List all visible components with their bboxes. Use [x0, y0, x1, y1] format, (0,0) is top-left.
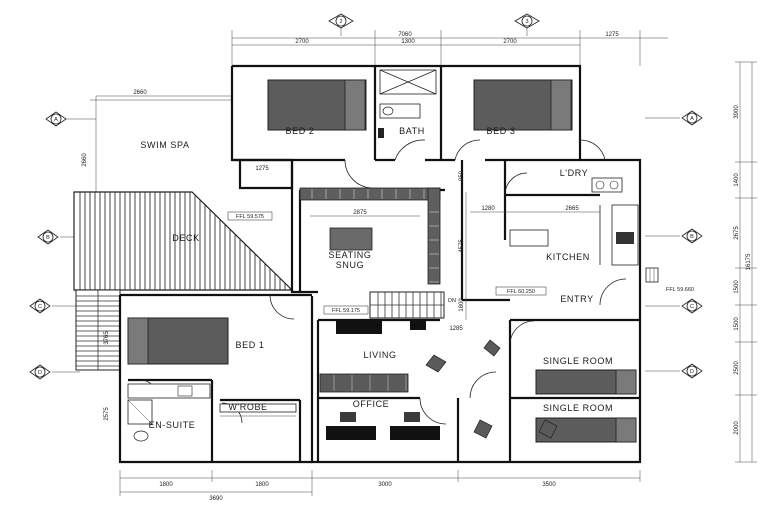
svg-text:2000: 2000 [734, 421, 740, 435]
room-label-seating: SEATING [328, 250, 371, 260]
room-labels: BED 2 BATH BED 3 SEATING SNUG L'DRY KITC… [149, 126, 613, 430]
bed1-bed [127, 317, 229, 365]
room-label-bed3: BED 3 [486, 126, 515, 136]
door-swings [139, 139, 627, 425]
room-label-single-room-1: SINGLE ROOM [543, 356, 613, 366]
internal-stair [336, 291, 445, 334]
svg-text:C: C [690, 304, 694, 310]
room-label-office: OFFICE [353, 399, 390, 409]
single-room-2-bed [535, 417, 637, 443]
svg-text:3690: 3690 [209, 496, 223, 502]
svg-text:A: A [54, 117, 58, 123]
svg-text:3000: 3000 [378, 482, 392, 488]
svg-text:2700: 2700 [295, 39, 309, 45]
svg-text:FFL 59.575: FFL 59.575 [236, 214, 264, 220]
svg-text:B: B [46, 235, 50, 241]
grid-marker-left-b: B [37, 229, 74, 245]
svg-text:1800: 1800 [459, 298, 465, 312]
svg-text:1800: 1800 [255, 482, 269, 488]
svg-text:1280: 1280 [481, 206, 495, 212]
grid-marker-top-2: 3 [514, 13, 540, 36]
svg-text:1300: 1300 [401, 39, 415, 45]
svg-text:D: D [38, 370, 42, 376]
svg-text:2660: 2660 [133, 90, 147, 96]
svg-text:FFL 59.175: FFL 59.175 [332, 308, 360, 314]
svg-text:2875: 2875 [353, 210, 367, 216]
svg-text:1500: 1500 [734, 317, 740, 331]
svg-text:2: 2 [339, 19, 342, 25]
svg-text:3: 3 [525, 19, 528, 25]
svg-text:A: A [690, 116, 694, 122]
room-label-snug: SNUG [336, 260, 364, 270]
grid-marker-right-a: A [645, 110, 703, 126]
room-label-living: LIVING [363, 350, 396, 360]
bed2-bed [267, 79, 367, 131]
room-label-ensuite: EN-SUITE [149, 420, 196, 430]
room-label-single-room-2: SINGLE ROOM [543, 403, 613, 413]
right-dimensions: 3900 1400 2675 1500 1500 2500 2000 16175 [734, 61, 757, 463]
room-label-deck: DECK [172, 233, 199, 243]
svg-text:1275: 1275 [255, 166, 269, 172]
level-annotations: FFL 59.575 FFL 59.175 FFL 60.250 FFL 59.… [104, 166, 694, 421]
room-label-bed2: BED 2 [285, 126, 314, 136]
svg-text:B: B [690, 234, 694, 240]
room-label-swim-spa: SWIM SPA [140, 140, 189, 150]
svg-text:950: 950 [459, 170, 465, 181]
swim-spa-area: 2660 2660 SWIM SPA [82, 90, 232, 192]
top-dimensions: 7060 2700 1300 2700 1275 [231, 30, 668, 66]
bath-fixtures [378, 69, 437, 138]
ensuite-fixtures [127, 383, 297, 442]
office-desks [326, 412, 440, 440]
svg-text:1400: 1400 [734, 173, 740, 187]
svg-text:3900: 3900 [734, 105, 740, 119]
room-label-entry: ENTRY [560, 294, 593, 304]
grid-marker-top-1: 2 [328, 13, 354, 36]
grid-marker-right-c: C [645, 298, 703, 314]
svg-text:2700: 2700 [503, 39, 517, 45]
svg-text:C: C [38, 304, 42, 310]
svg-text:7060: 7060 [398, 32, 412, 38]
grid-marker-right-d: D [645, 363, 703, 379]
svg-text:16175: 16175 [746, 253, 752, 270]
svg-text:1500: 1500 [734, 280, 740, 294]
room-label-bed1: BED 1 [235, 340, 264, 350]
bed3-bed [473, 79, 573, 131]
svg-text:4575: 4575 [459, 239, 465, 253]
living-furniture [319, 339, 558, 439]
svg-text:DN: DN [448, 298, 456, 304]
svg-text:2675: 2675 [734, 226, 740, 240]
svg-text:3765: 3765 [104, 331, 110, 345]
svg-text:1285: 1285 [449, 326, 463, 332]
svg-text:3500: 3500 [542, 482, 556, 488]
svg-text:2660: 2660 [82, 153, 88, 167]
svg-text:2575: 2575 [104, 407, 110, 421]
grid-marker-left-c: C [29, 298, 80, 314]
grid-marker-right-b: B [645, 228, 703, 244]
svg-text:FFL 60.250: FFL 60.250 [507, 289, 535, 295]
svg-text:FFL 59.660: FFL 59.660 [666, 287, 694, 293]
svg-text:2665: 2665 [565, 206, 579, 212]
grid-marker-left-a: A [45, 111, 96, 127]
svg-text:1275: 1275 [605, 32, 619, 38]
single-room-1-bed [535, 369, 637, 395]
snug-seating: 2875 [299, 187, 441, 285]
room-label-kitchen: KITCHEN [546, 252, 590, 262]
svg-text:2500: 2500 [734, 361, 740, 375]
deck-area: DECK [73, 191, 294, 371]
bottom-dimensions: 1800 1800 3000 3500 3690 [119, 470, 641, 502]
room-label-laundry: L'DRY [560, 168, 589, 178]
room-label-wardrobe: W'ROBE [228, 402, 267, 412]
svg-text:D: D [690, 369, 694, 375]
svg-text:1800: 1800 [159, 482, 173, 488]
room-label-bath: BATH [399, 126, 425, 136]
kitchen-fixtures: 1280 2665 4575 950 1800 [459, 170, 659, 320]
grid-marker-left-d: D [29, 364, 80, 380]
